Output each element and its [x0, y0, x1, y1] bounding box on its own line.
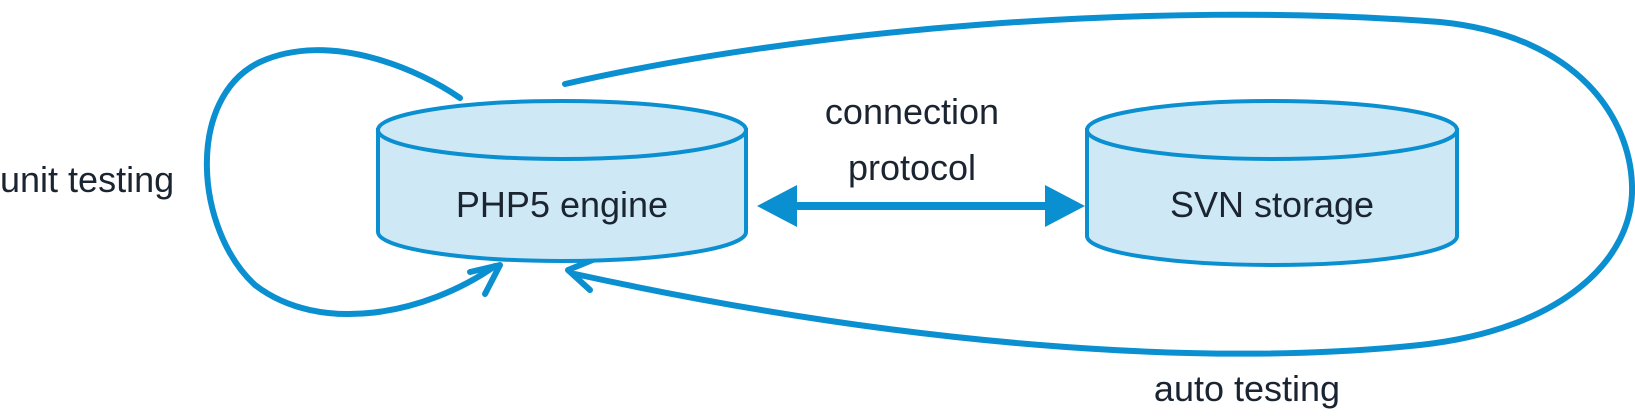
svn-storage-body — [1085, 128, 1459, 267]
svn-storage-label: SVN storage — [1170, 184, 1374, 225]
svn-storage-top — [1085, 99, 1459, 161]
unit-testing-label: unit testing — [0, 159, 174, 200]
auto-testing-loop — [562, 11, 1635, 357]
connection-label-line1: connection — [825, 91, 999, 132]
unit-testing-arrowhead — [467, 262, 503, 297]
connection-arrowhead-left — [757, 185, 797, 227]
svn-storage-node: SVN storage — [1085, 99, 1459, 267]
auto-testing-label: auto testing — [1154, 368, 1340, 409]
connection-label-line2: protocol — [848, 147, 976, 188]
php-engine-label: PHP5 engine — [456, 184, 668, 225]
php-engine-top — [376, 99, 748, 161]
connection-arrowhead-right — [1045, 185, 1085, 227]
php-engine-body — [376, 128, 748, 263]
connection-arrow — [757, 185, 1085, 227]
php-engine-node: PHP5 engine — [376, 99, 748, 263]
unit-testing-loop — [203, 47, 498, 318]
